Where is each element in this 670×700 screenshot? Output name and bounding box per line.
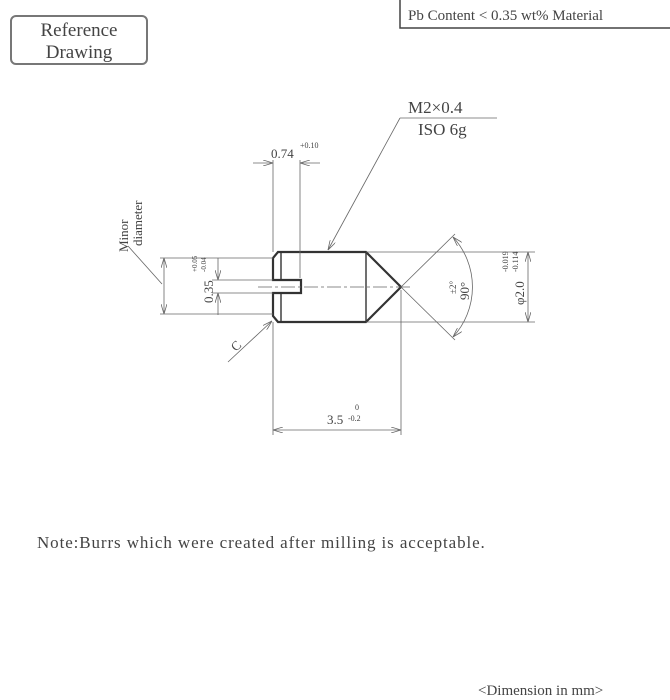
stamp-line2: Drawing [46, 42, 113, 63]
slot-width-tolerance: +0.10 [300, 141, 319, 150]
material-box: Pb Content < 0.35 wt% Material [399, 0, 670, 29]
note-text: Note:Burrs which were created after mill… [37, 533, 486, 552]
diameter-value: φ2.0 [512, 281, 527, 305]
minor-label-line1: Minor [116, 219, 131, 252]
minor-label-line2: diameter [130, 200, 145, 246]
angle-tolerance: ±2° [448, 281, 458, 294]
thread-spec: M2×0.4 [408, 98, 463, 117]
slot-depth-dimension: 0.35 +0.05 -0.04 [191, 255, 273, 315]
diameter-tol-upper: -0.019 [501, 251, 510, 272]
units-label: <Dimension in mm> [478, 683, 603, 699]
material-text: Pb Content < 0.35 wt% Material [408, 8, 603, 24]
chamfer-callout: C [228, 321, 272, 363]
angle-dimension: 90° ±2° [400, 233, 473, 341]
thread-callout: M2×0.4 ISO 6g [328, 98, 497, 250]
length-tol-lower: -0.2 [348, 414, 361, 423]
slot-width-value: 0.74 [271, 146, 294, 161]
diameter-dimension: φ2.0 -0.019 -0.114 [366, 251, 535, 323]
angle-value: 90° [457, 282, 472, 300]
minor-diameter-dimension: Minor diameter [116, 200, 273, 315]
stamp-line1: Reference [41, 20, 118, 41]
slot-depth-tol-upper: +0.05 [191, 255, 199, 272]
diameter-tol-lower: -0.114 [511, 252, 520, 272]
slot-depth-value: 0.35 [201, 280, 216, 303]
thread-class: ISO 6g [418, 120, 467, 139]
chamfer-label: C [228, 337, 245, 354]
reference-drawing-stamp: Reference Drawing [10, 15, 148, 65]
slot-width-dimension: 0.74 +0.10 [253, 141, 320, 278]
length-value: 3.5 [327, 412, 343, 427]
slot-depth-tol-lower: -0.04 [200, 257, 208, 272]
set-screw-outline [258, 250, 412, 324]
length-tol-upper: 0 [355, 403, 359, 412]
length-dimension: 3.5 0 -0.2 [272, 290, 402, 435]
